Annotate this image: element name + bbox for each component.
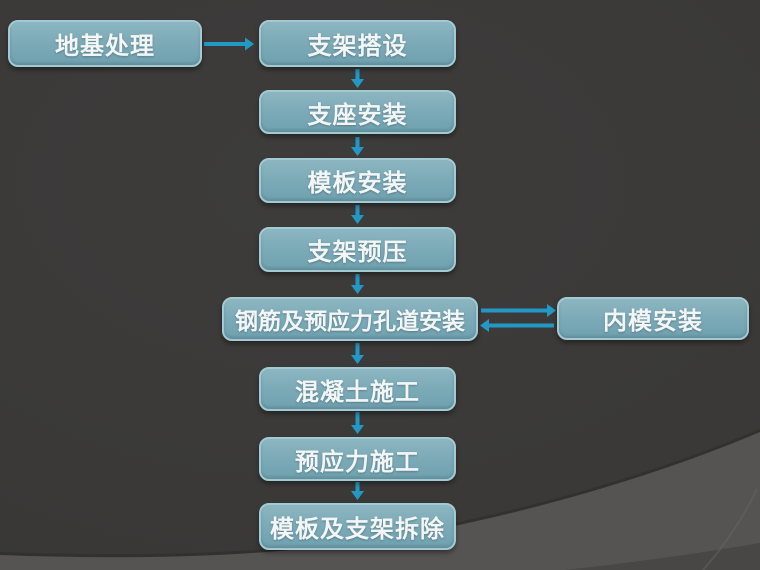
corner-sliver-line — [702, 488, 758, 570]
arrow-inner-formwork-to-duct — [480, 319, 554, 332]
flow-node-bracket-preloading: 支架预压 — [259, 227, 456, 272]
corner-wedge-shape — [565, 543, 760, 570]
flow-node-concrete-construction: 混凝土施工 — [259, 367, 456, 411]
arrow-formwork-to-preloading — [351, 205, 364, 224]
flow-node-rebar-prestress-duct-installation: 钢筋及预应力孔道安装 — [222, 297, 478, 341]
arrow-prestressing-to-removal — [351, 482, 364, 500]
flow-node-ground-treatment: 地基处理 — [8, 20, 202, 67]
swoosh-shape — [0, 432, 760, 570]
arrow-preloading-to-duct — [351, 274, 364, 294]
flow-node-inner-formwork-installation: 内模安装 — [557, 297, 749, 340]
arrow-concrete-to-prestressing — [351, 412, 364, 434]
arrow-duct-to-concrete — [351, 343, 364, 364]
arrow-duct-to-inner-formwork — [481, 304, 556, 317]
arrow-bearing-to-formwork — [351, 137, 364, 156]
flow-node-formwork-installation: 模板安装 — [259, 158, 456, 203]
flow-node-prestressing-construction: 预应力施工 — [259, 437, 456, 481]
arrow-ground-to-bracket — [204, 37, 254, 51]
flow-node-formwork-bracket-removal: 模板及支架拆除 — [259, 503, 456, 550]
flow-node-bracket-erection: 支架搭设 — [259, 20, 456, 67]
arrow-bracket-to-bearing — [351, 69, 364, 88]
flow-node-bearing-installation: 支座安装 — [259, 90, 456, 134]
